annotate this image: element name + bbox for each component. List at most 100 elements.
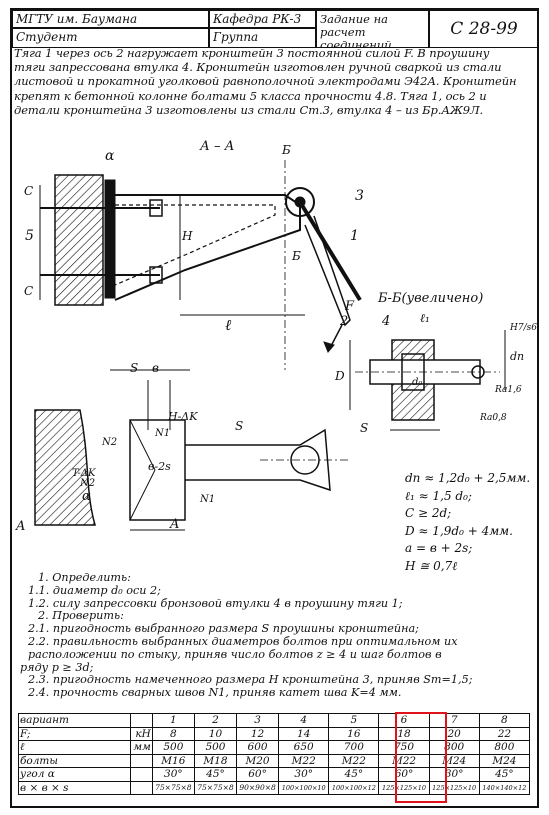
formula-item: a = в + 2s; (405, 541, 473, 555)
table-cell: M22 (328, 753, 380, 768)
table-row: угол α 30° 45° 60° 30° 45° 60° 30° 45° (18, 767, 531, 782)
detail-bb-view (349, 330, 506, 431)
label-dim-d: D (334, 369, 345, 383)
table-cell: 100×100×10 (278, 780, 330, 795)
table-cell: 10 (193, 726, 238, 741)
table-cell: 5 (328, 713, 380, 728)
table-cell: 14 (278, 726, 330, 741)
label-weld-n1-top: N1 (154, 428, 170, 439)
label-dim-c-bottom: C (24, 284, 33, 298)
task-item: 2.3. пригодность намеченного размера H к… (28, 674, 473, 687)
label-part-1: 1 (350, 228, 359, 244)
task-item: 1.1. диаметр d₀ оси 2; (28, 584, 161, 597)
table-row: F; кН 8 10 12 14 16 18 20 22 (18, 726, 531, 741)
row-unit (130, 780, 153, 795)
label-dim-c-top: C (24, 184, 33, 198)
label-section-bb-mark-2: Б (291, 249, 301, 263)
table-cell: 800 (478, 740, 531, 755)
label-dim-s-plan: S (130, 361, 138, 375)
formula-item: dп ≈ 1,2d₀ + 2,5мм. (405, 471, 531, 485)
table-cell: 22 (478, 726, 531, 741)
label-dim-s-detail: S (360, 421, 368, 435)
table-cell: 75×75×8 (151, 780, 195, 795)
label-fit: H7/s6 (509, 323, 537, 333)
table-cell: 1 (151, 713, 195, 728)
formula-item: C ≥ 2d; (405, 506, 452, 520)
table-cell: 30° (151, 767, 195, 782)
task-item: 2.1. пригодность выбранного размера S пр… (28, 623, 419, 636)
label-part-5: 5 (25, 228, 34, 244)
row-label: вариант (18, 713, 131, 728)
formula-item: H ≅ 0,7ℓ (405, 558, 458, 573)
label-dim-d0: d₀ (412, 377, 422, 388)
task-item: 1. Определить: (38, 572, 131, 584)
header-group: Группа (209, 28, 316, 48)
table-row: ℓ мм 500 500 600 650 700 750 800 800 (18, 740, 531, 755)
label-part-3: 3 (355, 188, 364, 204)
formula-item: D ≈ 1,9d₀ + 4мм. (405, 523, 513, 538)
table-cell: M22 (278, 753, 330, 768)
formula-item: ℓ₁ ≈ 1,5 d₀; (405, 488, 472, 503)
plan-view (34, 380, 350, 531)
label-weld-b2s: в-2s (148, 460, 171, 473)
table-cell: 100×100×12 (328, 780, 380, 795)
task-item: расположении по стыку, приняв число болт… (28, 648, 442, 661)
row-label: в × в × s (18, 780, 131, 795)
table-cell: 60° (236, 767, 280, 782)
table-cell: 45° (478, 767, 531, 782)
label-dim-s-lower: S (235, 419, 243, 433)
table-cell: 3 (236, 713, 280, 728)
label-mark-a-left: A (15, 519, 25, 534)
variants-table: вариант 1 2 3 4 5 6 7 8 F; кН 8 10 12 14… (18, 713, 531, 795)
label-dim-l1: ℓ₁ (420, 311, 430, 325)
table-cell: 700 (328, 740, 380, 755)
table-cell: 75×75×8 (193, 780, 238, 795)
label-weld-n2-bottom: N2 (79, 478, 95, 489)
table-cell: M24 (478, 753, 531, 768)
formula-list: dп ≈ 1,2d₀ + 2,5мм. ℓ₁ ≈ 1,5 d₀; C ≥ 2d;… (405, 470, 530, 575)
table-cell: M18 (193, 753, 238, 768)
header-student: Студент (12, 28, 209, 48)
row-label: болты (18, 753, 131, 768)
table-cell: 8 (151, 726, 195, 741)
task-item: 1.2. силу запрессовки бронзовой втулки 4… (28, 597, 403, 610)
table-cell: M16 (151, 753, 195, 768)
table-cell: 8 (478, 713, 531, 728)
task-item: 2.4. прочность сварных швов N1, приняв к… (28, 687, 402, 700)
row-unit (130, 713, 153, 728)
label-dim-l: ℓ (225, 316, 231, 334)
row-label: F; (18, 726, 131, 741)
table-cell: 90×90×8 (236, 780, 280, 795)
header-task-title: Задание на расчет соединений (316, 10, 429, 48)
label-section-bb-detail: Б-Б(увеличено) (377, 291, 483, 306)
task-item: 2.2. правильность выбранных диаметров бо… (28, 635, 458, 648)
label-section-aa: А – А (199, 140, 234, 154)
task-list: 1. Определить: 1.1. диаметр d₀ оси 2; 1.… (20, 572, 528, 700)
section-aa-view (39, 160, 362, 371)
table-cell: 45° (193, 767, 238, 782)
label-dim-h: H (181, 229, 193, 243)
label-dim-b: в (152, 361, 159, 375)
table-cell: 600 (236, 740, 280, 755)
table-cell: M20 (236, 753, 280, 768)
row-unit (130, 767, 153, 782)
header-department: Кафедра РК-3 (209, 10, 316, 28)
label-dim-alpha-lower: α (82, 489, 91, 504)
table-row: вариант 1 2 3 4 5 6 7 8 (18, 713, 531, 728)
label-roughness-1: Ra1,6 (494, 385, 522, 395)
row-unit: кН (130, 726, 153, 741)
row-label: ℓ (18, 740, 131, 755)
row-unit (130, 753, 153, 768)
technical-drawing: А – А Б Б 3 1 5 C C H ℓ α F Б-Б(увеличен… (15, 140, 537, 534)
label-section-bb-mark: Б (281, 143, 291, 157)
table-cell: 500 (193, 740, 238, 755)
table-row: болты M16 M18 M20 M22 M22 M22 M24 M24 (18, 753, 531, 768)
label-weld-h-dk: H-ΔK (167, 410, 198, 423)
table-cell: 500 (151, 740, 195, 755)
label-dim-dn: dn (510, 350, 524, 363)
row-label: угол α (18, 767, 131, 782)
table-cell: 650 (278, 740, 330, 755)
label-weld-tdk: T-ΔK (72, 468, 96, 479)
table-row: в × в × s 75×75×8 75×75×8 90×90×8 100×10… (18, 780, 531, 795)
task-item: 2. Проверить: (38, 610, 124, 623)
